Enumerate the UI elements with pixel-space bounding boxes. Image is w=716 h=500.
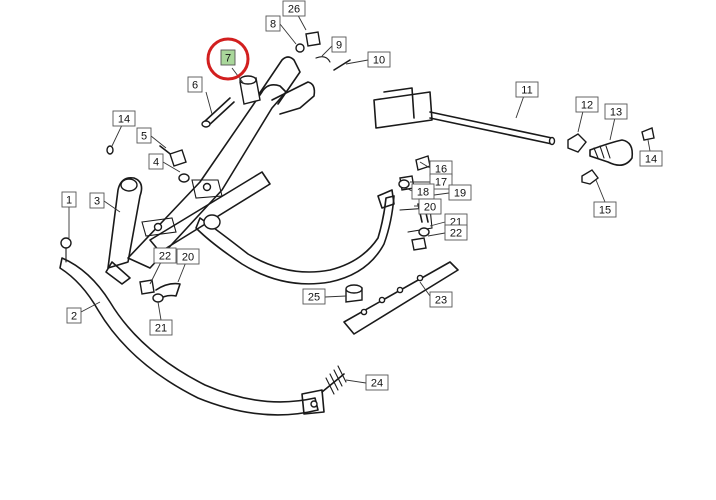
callout-20-right[interactable]: 20: [418, 198, 442, 215]
middle-curved-bar: [195, 189, 433, 285]
callout-2[interactable]: 2: [66, 307, 82, 324]
svg-text:20: 20: [182, 252, 194, 264]
callout-20-left[interactable]: 20: [176, 248, 200, 265]
callout-26[interactable]: 26: [282, 0, 306, 17]
callout-14-left[interactable]: 14: [112, 110, 136, 127]
bolt-part-25: [345, 284, 363, 303]
svg-text:4: 4: [153, 157, 159, 169]
callout-14-right[interactable]: 14: [639, 150, 663, 167]
leader-lines: [68, 7, 651, 384]
callout-24[interactable]: 24: [365, 374, 389, 391]
plate-part-23: [343, 261, 459, 335]
svg-text:2: 2: [71, 311, 77, 323]
svg-text:11: 11: [521, 85, 532, 97]
sleeve-part-7: [239, 75, 261, 105]
svg-text:7: 7: [225, 53, 231, 65]
svg-text:25: 25: [308, 292, 320, 304]
svg-text:1: 1: [66, 195, 72, 207]
callout-15[interactable]: 15: [593, 201, 617, 218]
callout-22-right[interactable]: 22: [444, 224, 468, 241]
svg-text:13: 13: [610, 107, 622, 119]
svg-text:17: 17: [435, 177, 447, 189]
callout-18[interactable]: 18: [411, 183, 435, 200]
svg-text:5: 5: [141, 131, 147, 143]
callout-16[interactable]: 16: [429, 160, 453, 177]
svg-text:18: 18: [417, 187, 429, 199]
callout-13[interactable]: 13: [604, 103, 628, 120]
parts-drawing: [59, 31, 655, 416]
svg-text:14: 14: [118, 114, 130, 126]
svg-text:8: 8: [270, 19, 276, 31]
callout-6[interactable]: 6: [187, 76, 203, 93]
svg-text:15: 15: [599, 205, 611, 217]
callout-19[interactable]: 19: [448, 184, 472, 201]
svg-text:19: 19: [454, 188, 466, 200]
callout-1[interactable]: 1: [61, 191, 77, 208]
svg-text:3: 3: [94, 196, 100, 208]
callout-12[interactable]: 12: [575, 96, 599, 113]
svg-text:22: 22: [450, 228, 462, 240]
highlight-ring: [206, 37, 250, 81]
hardware-right: [567, 127, 655, 185]
svg-text:24: 24: [371, 378, 383, 390]
svg-text:20: 20: [424, 202, 436, 214]
svg-text:23: 23: [435, 295, 447, 307]
callout-23[interactable]: 23: [429, 291, 453, 308]
callout-7-highlighted[interactable]: 7: [220, 49, 236, 66]
callout-9[interactable]: 9: [331, 36, 347, 53]
pin-part-6: [201, 97, 235, 128]
callout-10[interactable]: 10: [367, 51, 391, 68]
lower-curved-bar: [59, 237, 325, 416]
callouts: 1 2 3 4 5 6 7 8: [61, 0, 663, 391]
main-frame-arm: [105, 56, 316, 285]
svg-text:21: 21: [155, 323, 167, 335]
callout-8[interactable]: 8: [265, 15, 281, 32]
svg-text:14: 14: [645, 154, 657, 166]
svg-text:10: 10: [373, 55, 385, 67]
spring-part-24: [321, 365, 347, 395]
callout-21-left[interactable]: 21: [149, 319, 173, 336]
small-hardware: [106, 31, 431, 303]
svg-text:22: 22: [159, 251, 171, 263]
svg-text:9: 9: [336, 40, 342, 52]
svg-text:26: 26: [288, 4, 300, 16]
svg-text:6: 6: [192, 80, 198, 92]
callout-3[interactable]: 3: [89, 192, 105, 209]
callout-22-left[interactable]: 22: [153, 247, 177, 264]
callout-11[interactable]: 11: [515, 81, 539, 98]
svg-text:16: 16: [435, 164, 447, 176]
callout-5[interactable]: 5: [136, 127, 152, 144]
long-rod-part-11: [373, 87, 556, 146]
callout-17[interactable]: 17: [429, 173, 453, 190]
svg-text:12: 12: [581, 100, 593, 112]
callout-25[interactable]: 25: [302, 288, 326, 305]
callout-4[interactable]: 4: [148, 153, 164, 170]
